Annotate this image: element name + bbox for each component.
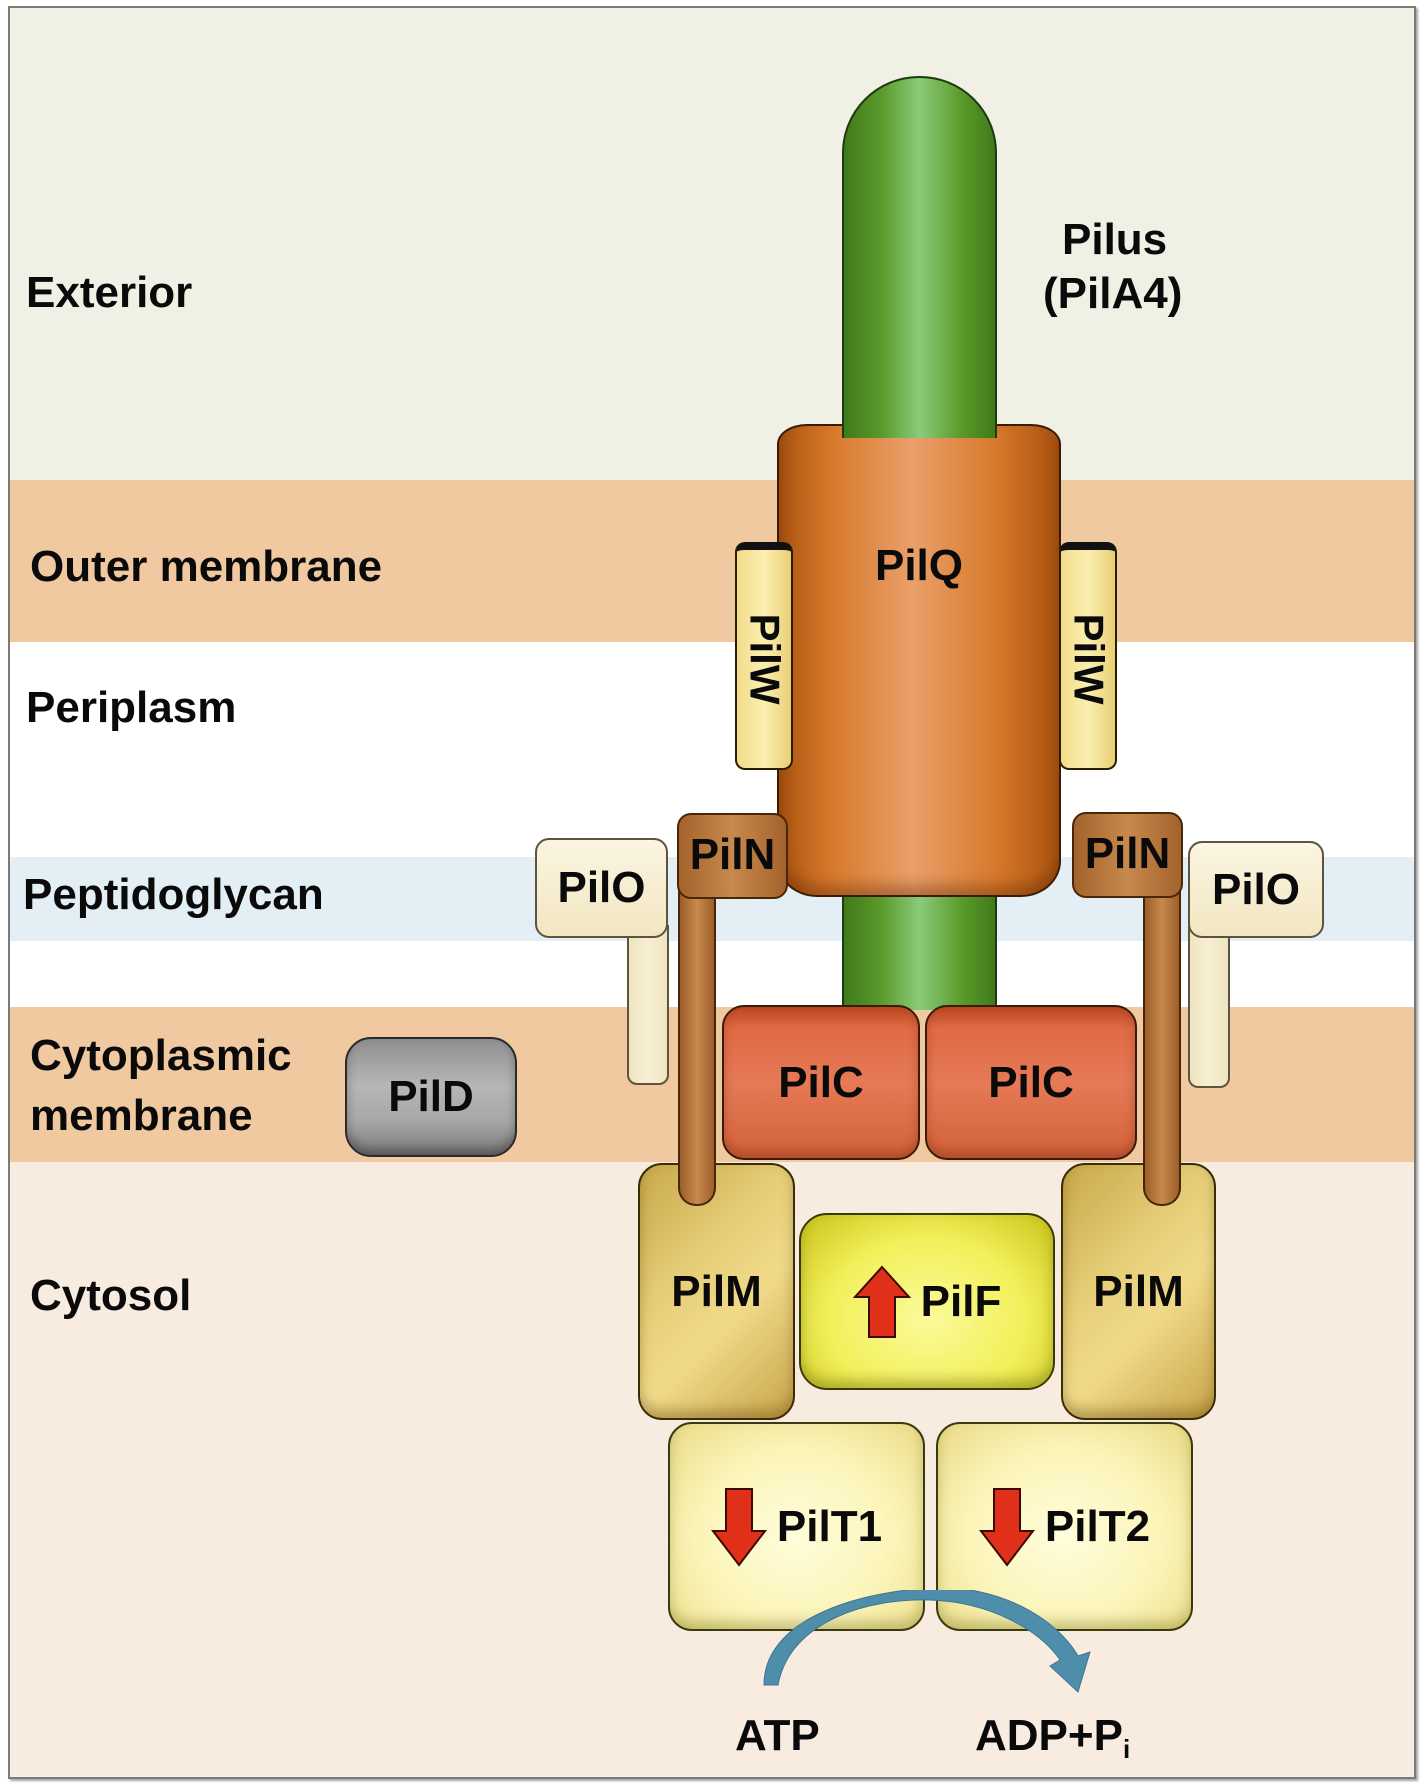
- protein-pilq: PilQ: [777, 424, 1061, 897]
- protein-pilf: PilF: [799, 1213, 1055, 1390]
- pilf-label: PilF: [920, 1276, 1002, 1326]
- pilm-right-label: PilM: [1093, 1266, 1184, 1316]
- pilw-right-label: PilW: [1065, 613, 1112, 705]
- retraction-arrow-down-icon: [710, 1487, 767, 1567]
- protein-pilc-left: PilC: [722, 1005, 920, 1160]
- label-cytosol: Cytosol: [30, 1271, 192, 1320]
- protein-pilm-left: PilM: [638, 1163, 795, 1420]
- pild-label: PilD: [388, 1072, 474, 1121]
- protein-pild: PilD: [345, 1037, 517, 1157]
- pilo-left-stem: [627, 925, 669, 1085]
- reaction-product-subscript: i: [1122, 1734, 1131, 1764]
- pilm-left-label: PilM: [671, 1266, 762, 1316]
- reaction-product-text: ADP+P: [975, 1711, 1123, 1760]
- piln-left-stem-end: [678, 1150, 716, 1206]
- label-periplasm: Periplasm: [26, 683, 237, 732]
- protein-pilw-left: PilW: [735, 542, 793, 770]
- protein-pilc-right: PilC: [925, 1005, 1137, 1160]
- protein-piln-right: PilN: [1072, 812, 1183, 898]
- extension-arrow-up-icon: [852, 1265, 911, 1338]
- pilus-label-line2: (PilA4): [1043, 269, 1183, 318]
- label-cytoplasmic-membrane-line1: Cytoplasmic: [30, 1031, 292, 1080]
- atp-hydrolysis-arrow-icon: [763, 1590, 1091, 1693]
- pilus-entry: [842, 420, 997, 438]
- retraction-arrow-down-icon: [978, 1487, 1035, 1567]
- pilc-right-label: PilC: [988, 1057, 1074, 1107]
- pilc-left-label: PilC: [778, 1057, 864, 1107]
- pilw-left-label: PilW: [741, 613, 788, 705]
- protein-piln-left: PilN: [677, 813, 788, 899]
- reaction-product: ADP+Pi: [975, 1711, 1131, 1764]
- label-peptidoglycan: Peptidoglycan: [23, 870, 324, 919]
- pilo-right-label: PilO: [1211, 864, 1301, 914]
- protein-pilw-right: PilW: [1059, 542, 1117, 770]
- pilt2-label: PilT2: [1044, 1501, 1151, 1551]
- label-outer-membrane: Outer membrane: [30, 542, 383, 591]
- band-outer-membrane: [10, 480, 1414, 642]
- protein-pilo-right: PilO: [1188, 841, 1324, 938]
- band-exterior: [10, 8, 1414, 480]
- pilus-label-line1: Pilus: [1062, 215, 1168, 264]
- pilq-label: PilQ: [874, 541, 964, 590]
- protein-pilo-left: PilO: [535, 838, 668, 938]
- protein-pilm-right: PilM: [1061, 1163, 1216, 1420]
- pilt1-label: PilT1: [776, 1501, 883, 1551]
- label-cytoplasmic-membrane-line2: membrane: [30, 1091, 253, 1140]
- pilo-right-stem: [1188, 925, 1230, 1088]
- reaction-substrate-atp: ATP: [735, 1711, 820, 1760]
- pilus-filament: [842, 76, 997, 436]
- piln-right-label: PilN: [1084, 829, 1171, 878]
- pilo-left-label: PilO: [557, 863, 646, 912]
- label-exterior: Exterior: [26, 268, 193, 317]
- piln-left-label: PilN: [689, 830, 776, 879]
- piln-right-stem-end: [1143, 1150, 1181, 1206]
- pilus-base: [842, 880, 997, 1010]
